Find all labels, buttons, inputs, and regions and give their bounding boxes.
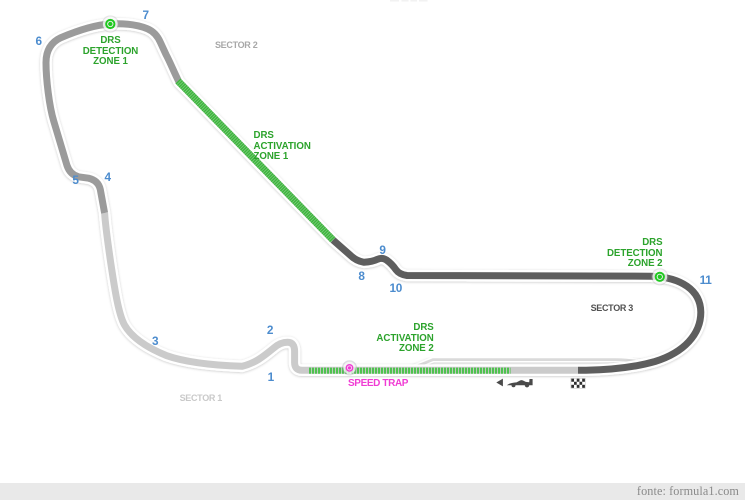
drs-detection-zone-2-label: DRS DETECTION ZONE 2 [606,237,663,270]
turn-8-label: 8 [358,269,365,284]
turn-2-label: 2 [266,323,274,337]
drs-detection-marker-2 [651,268,669,286]
drs-activation-zone-2-label: DRS ACTIVATION ZONE 2 [376,322,434,355]
sector-1-label: SECTOR 1 [179,393,223,404]
speed-trap-label: SPEED TRAP [348,377,409,389]
turn-10-label: 10 [389,281,403,296]
sector-3-label: SECTOR 3 [590,302,634,313]
turn-9-label: 9 [379,243,386,258]
turn-6-label: 6 [35,34,43,49]
track-casing [40,18,707,376]
drs-activation-zone-1-label: DRS ACTIVATION ZONE 1 [253,130,311,163]
track-sector-1 [101,212,578,374]
direction-arrow-icon [496,378,503,387]
cropped-title-artifact [390,0,428,2]
footer-bar: fonte: formula1.com [0,482,745,500]
car-icon [506,379,533,388]
turn-4-label: 4 [104,169,112,184]
turn-1-label: 1 [267,369,275,384]
checkered-flag-icon [570,378,586,389]
track-sector-2 [42,20,336,243]
turn-7-label: 7 [142,7,149,22]
footer-source-text: fonte: formula1.com [636,483,739,498]
turn-11-label: 11 [699,272,712,287]
track-sector-3 [330,237,705,374]
sector-2-label: SECTOR 2 [214,40,258,50]
drs-detection-zone-1-label: DRS DETECTION ZONE 1 [82,35,139,68]
drs-activation-zone-1-track [175,78,336,243]
speed-trap-marker [341,360,358,376]
race-direction-indicator [496,378,533,388]
turn-3-label: 3 [152,333,159,348]
turn-5-label: 5 [72,172,79,187]
drs-detection-marker-1 [101,15,119,33]
